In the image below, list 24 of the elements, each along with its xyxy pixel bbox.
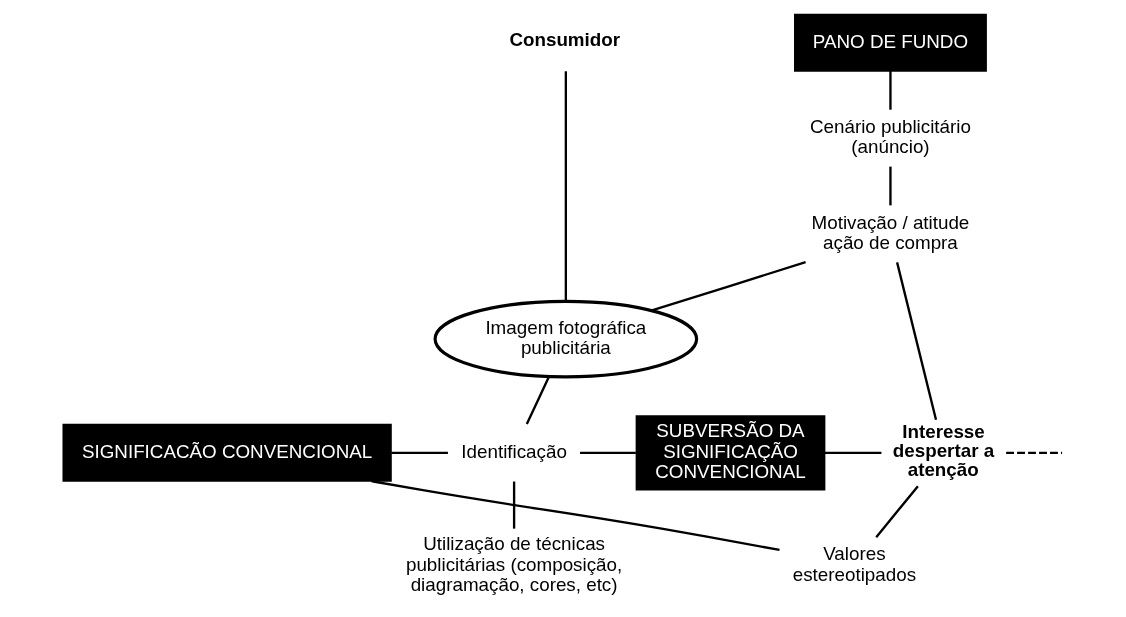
connector	[895, 262, 937, 421]
node-box: PANO DE FUNDO	[793, 13, 987, 72]
connector	[512, 481, 515, 529]
node-box: SIGNIFICACÃO CONVENCIONAL	[62, 423, 392, 482]
node-text: Interesse despertar a atenção	[892, 421, 994, 480]
node-text: Valores estereotipados	[792, 543, 916, 585]
connector	[525, 376, 550, 425]
node-text: Utilização de técnicas publicitárias (composição, diagramação, cores, etc)	[405, 533, 622, 595]
node-text: Motivação / atitude ação de compra	[811, 211, 969, 254]
connector	[564, 71, 567, 301]
connector	[651, 261, 806, 312]
connector	[1005, 451, 1062, 454]
connector	[824, 451, 881, 454]
node-text: Cenário publicitário (anúncio)	[809, 115, 971, 158]
connector	[888, 70, 892, 110]
connector	[390, 451, 448, 454]
connector	[888, 166, 892, 206]
node-text: Consumidor	[508, 28, 620, 50]
node-text: Identificação	[460, 440, 567, 462]
connector	[874, 485, 919, 539]
node-box: SUBVERSÃO DA SIGNIFICAÇÃO CONVENCIONAL	[635, 415, 825, 491]
node-ellipse: Imagem fotográfica publicitária	[433, 299, 698, 379]
connector	[579, 451, 636, 454]
connector	[370, 479, 780, 552]
